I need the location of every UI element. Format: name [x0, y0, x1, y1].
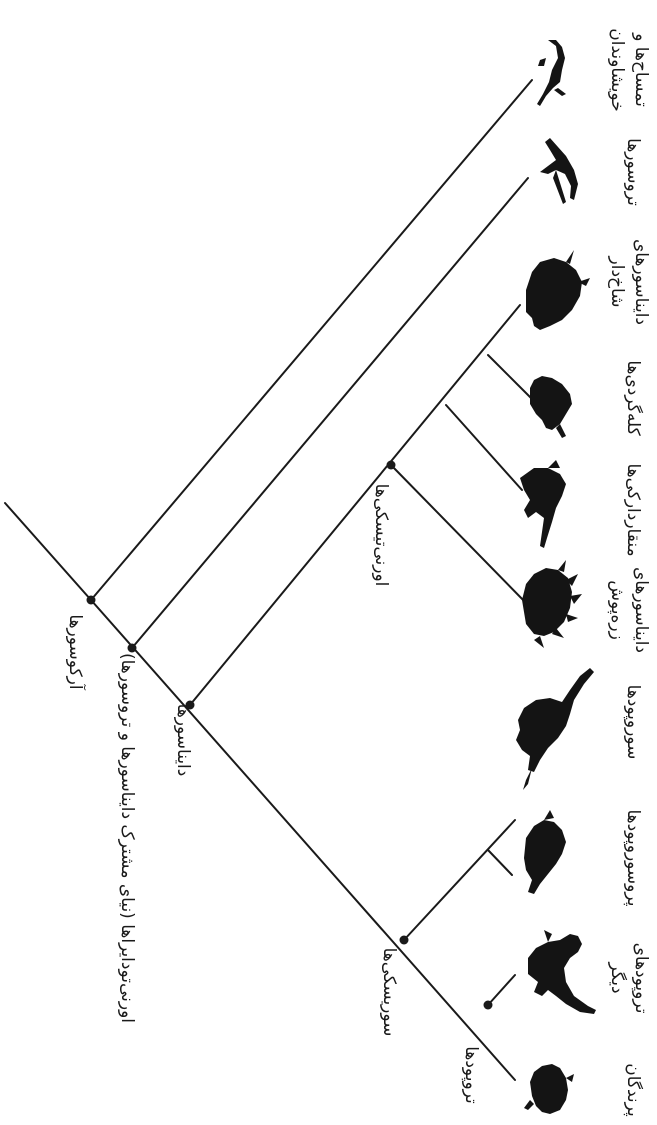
branch-theropods [488, 975, 515, 1005]
taxon-label-ceratopsians-1: دایناسورهای [631, 239, 651, 325]
sauropod-icon [516, 668, 594, 790]
branch-ornithopods [446, 405, 522, 490]
taxon-label-sauropods: سوروپودها [623, 685, 643, 760]
clade-label-saurischians: سوریسکی‌ها [379, 948, 399, 1037]
node-archosaurs [87, 596, 96, 605]
pachycephalosaur-icon [530, 376, 572, 438]
clade-label-ornithodirans: اورنی‌تودایراها (نیای مشترک دایناسورها و… [117, 653, 137, 1023]
branch-prosauropods [488, 850, 512, 875]
taxon-label-ornithopods: منقاردارکی‌ها [623, 463, 643, 556]
branches [5, 80, 533, 1080]
branch-ornithischians [190, 305, 520, 705]
node-ornithischians [387, 461, 396, 470]
taxon-label-thyreophorans-2: زره‌پوش [607, 580, 627, 640]
taxon-label-other-theropods-1: تروپودهای [631, 943, 651, 1014]
node-theropods [484, 1001, 493, 1010]
crocodile-icon [537, 40, 566, 106]
taxon-label-thyreophorans-1: دایناسورهای [631, 567, 651, 653]
node-ornithodirans [128, 644, 137, 653]
clade-label-archosaurs: آرکوسورها [65, 614, 87, 690]
taxon-label-prosauropods: پروسوروپودها [623, 810, 643, 907]
clade-label-ornithischians: اورنی‌تیسکی‌ها [371, 484, 391, 587]
nodes [87, 461, 493, 1010]
stegosaur-icon [522, 560, 582, 648]
branch-pachycephalosaurs [488, 355, 533, 400]
ceratopsian-icon [526, 250, 590, 330]
pterosaur-icon [540, 138, 578, 204]
branch-main-trunk [91, 600, 515, 1080]
branch-saurischians [404, 820, 515, 940]
branch-crocs [91, 80, 532, 600]
node-saurischians [400, 936, 409, 945]
prosauropod-icon [524, 810, 566, 894]
clade-label-theropods: تروپودها [461, 1046, 481, 1104]
taxon-label-pterosaurs: تروسورها [623, 138, 643, 206]
branch-root [5, 503, 91, 600]
branch-thyreophorans [391, 465, 528, 605]
silhouettes [516, 40, 596, 1114]
taxon-label-birds: پرندگان [623, 1063, 644, 1117]
bird-icon [524, 1064, 574, 1114]
taxon-labels: تمساح‌ها و خویشاوندان تروسورها دایناسوره… [607, 28, 651, 1117]
taxon-label-crocs-1: تمساح‌ها و [631, 32, 651, 107]
taxon-label-ceratopsians-2: شاخ‌دار [607, 256, 627, 308]
taxon-label-other-theropods-2: دیگر [607, 961, 628, 993]
clade-labels: آرکوسورها اورنی‌تودایراها (نیای مشترک دا… [65, 484, 481, 1104]
clade-label-dinosaurs: دایناسورها [173, 704, 193, 777]
taxon-label-crocs-2: خویشاوندان [607, 28, 627, 111]
ornithopod-icon [520, 460, 566, 548]
branch-pterosaurs [132, 178, 528, 648]
taxon-label-pachycephalosaurs: کله‌گردی‌ها [623, 360, 644, 436]
theropod-icon [528, 930, 596, 1014]
